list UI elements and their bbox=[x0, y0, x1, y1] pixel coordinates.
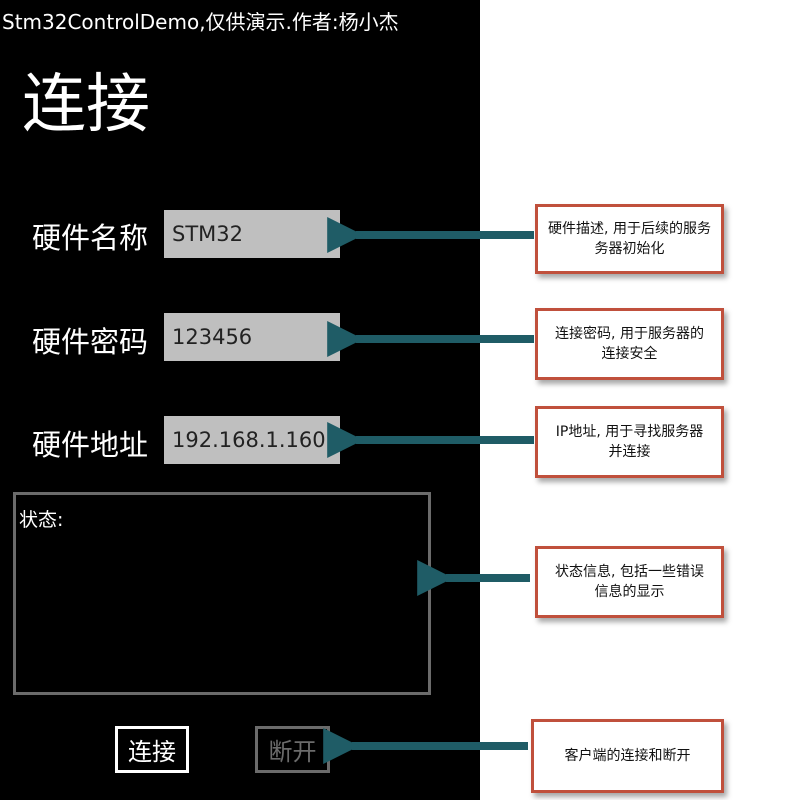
callout-name-line1: 硬件描述, 用于后续的服务 bbox=[548, 220, 711, 237]
callout-buttons: 客户端的连接和断开 bbox=[531, 719, 724, 793]
hardware-name-label: 硬件名称 bbox=[32, 221, 149, 255]
callout-hardware-password: 连接密码, 用于服务器的 连接安全 bbox=[535, 308, 724, 380]
hardware-address-input[interactable] bbox=[164, 416, 340, 464]
hardware-password-input[interactable] bbox=[164, 313, 340, 361]
connect-button[interactable]: 连接 bbox=[115, 726, 189, 773]
app-window: Stm32ControlDemo,仅供演示.作者:杨小杰 连接 硬件名称 硬件密… bbox=[0, 0, 480, 800]
callout-hardware-address: IP地址, 用于寻找服务器 并连接 bbox=[535, 406, 724, 478]
disconnect-button[interactable]: 断开 bbox=[255, 726, 330, 773]
callout-address-line2: 并连接 bbox=[608, 444, 651, 460]
callout-status-line2: 信息的显示 bbox=[594, 584, 665, 600]
hardware-address-label: 硬件地址 bbox=[32, 428, 149, 462]
page-title: 连接 bbox=[22, 68, 150, 142]
callout-password-line2: 连接安全 bbox=[601, 346, 658, 362]
callout-password-line1: 连接密码, 用于服务器的 bbox=[555, 325, 704, 342]
hardware-password-label: 硬件密码 bbox=[32, 325, 149, 359]
callout-buttons-line1: 客户端的连接和断开 bbox=[564, 747, 691, 764]
callout-status-line1: 状态信息, 包括一些错误 bbox=[555, 563, 704, 580]
callout-address-line1: IP地址, 用于寻找服务器 bbox=[555, 423, 704, 440]
hardware-name-input[interactable] bbox=[164, 210, 340, 258]
status-label: 状态: bbox=[19, 509, 64, 531]
callout-hardware-name: 硬件描述, 用于后续的服务 务器初始化 bbox=[535, 204, 724, 274]
callout-status: 状态信息, 包括一些错误 信息的显示 bbox=[535, 546, 724, 618]
callout-name-line2: 务器初始化 bbox=[594, 241, 665, 257]
app-title: Stm32ControlDemo,仅供演示.作者:杨小杰 bbox=[2, 10, 399, 34]
